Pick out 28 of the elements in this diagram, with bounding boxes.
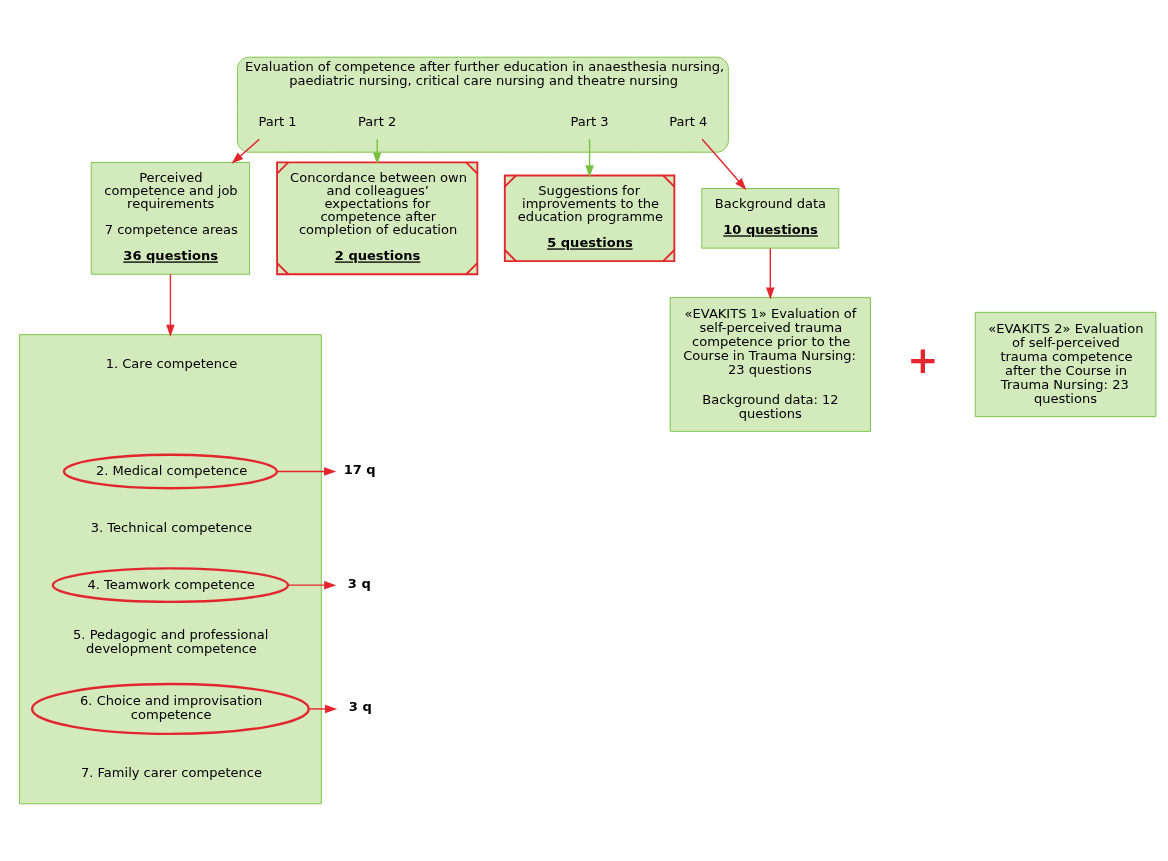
label: + (907, 337, 939, 382)
node-text: 3 q (347, 575, 371, 591)
arrow (287, 580, 337, 590)
arrow (585, 138, 594, 178)
node-ellipse: 4. Teamwork competence (51, 567, 290, 604)
node-box: Background data 10 questions (701, 188, 840, 249)
node-box: «EVAKITS 2» Evaluation of self-perceived trauma competence after the Course in Trauma Nursing: 23 questions (974, 311, 1157, 418)
node-ellipse: 6. Choice and improvisation competence (30, 682, 310, 735)
arrow (231, 138, 261, 164)
node-text: Part 3 (570, 113, 609, 129)
node-text: 7. Family carer competence (80, 765, 263, 781)
node-box: «EVAKITS 1» Evaluation of self-perceived trauma competence prior to the Course in Trauma Nursing: 23 questions Background data: 12 questions (669, 297, 871, 432)
node-text: 3. Technical competence (90, 519, 253, 535)
arrow (166, 273, 175, 337)
arrow (276, 467, 337, 476)
node-text: Part 2 (358, 113, 397, 129)
node-text: 17 q (343, 462, 376, 478)
node-text: 1. Care competence (105, 355, 238, 371)
cluster (19, 334, 322, 805)
node-box: Perceived competence and job requirements 7 competence areas 36 questions (90, 161, 251, 275)
node-text: 5. Pedagogic and professional development competence (73, 627, 269, 657)
node-text: Part 1 (258, 113, 297, 129)
arrow (766, 247, 775, 300)
arrow (308, 704, 338, 714)
node-text: Part 4 (669, 113, 708, 129)
node-text: 3 q (348, 699, 372, 715)
node-ellipse: 2. Medical competence (62, 453, 279, 490)
arrow (701, 138, 747, 190)
